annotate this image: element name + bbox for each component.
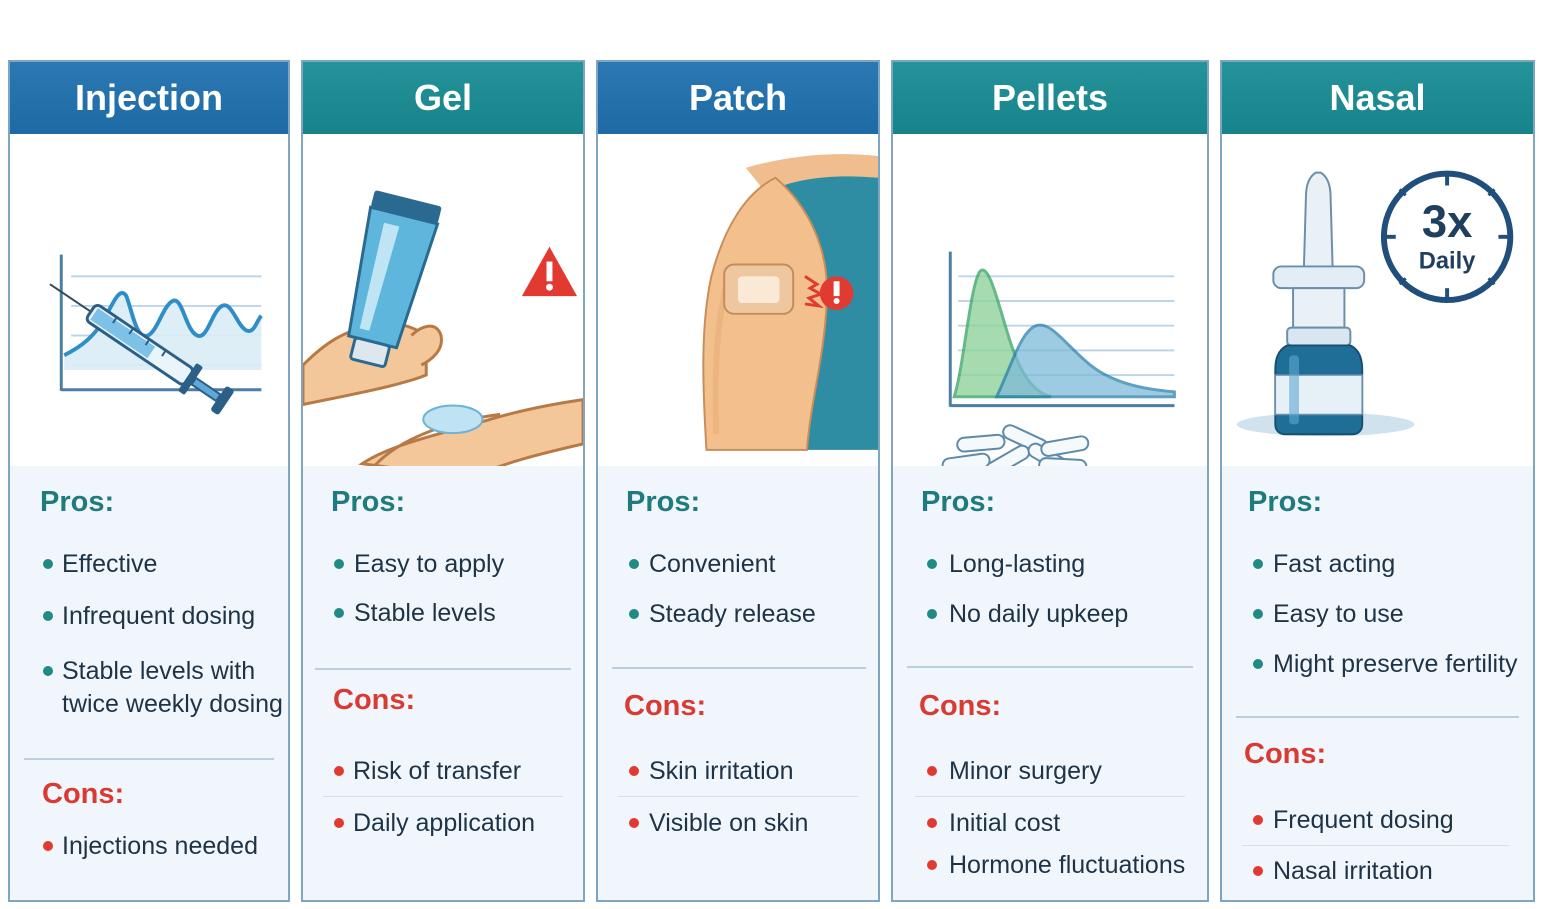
cons-item: Injections needed xyxy=(62,832,258,860)
cons-bullet xyxy=(1253,815,1263,825)
card-title: Patch xyxy=(598,62,878,134)
injection-illustration xyxy=(10,136,288,466)
cons-bullet xyxy=(927,766,937,776)
divider xyxy=(907,666,1193,668)
badge-frequency: Daily xyxy=(1419,248,1476,274)
cons-item: Risk of transfer xyxy=(353,757,522,785)
patch-info: Pros: Convenient Steady release Cons: Sk… xyxy=(598,466,878,900)
pros-bullet xyxy=(927,559,937,569)
card-title: Injection xyxy=(10,62,288,134)
cons-item: Nasal irritation xyxy=(1273,857,1433,885)
pros-bullet xyxy=(43,611,53,621)
card-pellets: Pellets Pros: Long-lasting xyxy=(891,60,1209,902)
cons-bullet xyxy=(629,818,639,828)
card-patch: Patch Pros: Convenient Steady release Co… xyxy=(596,60,880,902)
pros-label: Pros: xyxy=(626,486,701,518)
cons-item: Daily application xyxy=(353,809,536,837)
divider xyxy=(24,758,274,760)
cons-bullet xyxy=(43,841,53,851)
pros-item: No daily upkeep xyxy=(949,600,1129,628)
cons-bullet xyxy=(334,818,344,828)
pros-bullet xyxy=(927,609,937,619)
cons-label: Cons: xyxy=(333,684,416,716)
cons-bullet xyxy=(927,818,937,828)
divider xyxy=(315,668,571,670)
patch-arm-icon xyxy=(702,154,878,451)
gel-illustration xyxy=(303,136,583,466)
pros-bullet xyxy=(334,608,344,618)
cons-label: Cons: xyxy=(624,690,707,722)
gel-info: Pros: Easy to apply Stable levels Cons: … xyxy=(303,466,583,900)
pros-item: Steady release xyxy=(649,600,816,628)
pros-item: twice weekly dosing xyxy=(62,690,283,718)
cons-bullet xyxy=(927,860,937,870)
gel-tube-icon xyxy=(303,190,583,466)
pros-item: Stable levels with xyxy=(62,657,256,685)
patch-illustration xyxy=(598,136,878,466)
divider xyxy=(1236,716,1519,718)
cons-label: Cons: xyxy=(42,778,125,810)
item-divider xyxy=(1242,845,1509,846)
cons-item: Visible on skin xyxy=(649,809,809,837)
cons-item: Initial cost xyxy=(949,809,1061,837)
pros-item: Stable levels xyxy=(354,599,496,627)
pros-label: Pros: xyxy=(1248,486,1323,518)
card-title: Pellets xyxy=(893,62,1207,134)
nasal-info: Pros: Fast acting Easy to use Might pres… xyxy=(1222,466,1533,900)
pros-bullet xyxy=(1253,559,1263,569)
pros-bullet xyxy=(334,559,344,569)
pellets-illustration xyxy=(893,136,1207,466)
item-divider xyxy=(618,796,858,797)
card-gel: Gel Pros: Easy to apply Stable levels Co… xyxy=(301,60,585,902)
card-nasal: Nasal 3x Daily Pros: Fast acting xyxy=(1220,60,1535,902)
pros-item: Long-lasting xyxy=(949,550,1086,578)
pros-label: Pros: xyxy=(921,486,996,518)
item-divider xyxy=(915,796,1185,797)
pros-bullet xyxy=(1253,609,1263,619)
cons-label: Cons: xyxy=(919,690,1002,722)
pros-item: Convenient xyxy=(649,550,776,578)
pros-item: Easy to use xyxy=(1273,600,1404,628)
pros-item: Fast acting xyxy=(1273,550,1396,578)
nasal-spray-icon: 3x Daily xyxy=(1236,170,1514,437)
pros-label: Pros: xyxy=(40,486,115,518)
pellets-info: Pros: Long-lasting No daily upkeep Cons:… xyxy=(893,466,1207,900)
badge-count: 3x xyxy=(1422,196,1473,247)
card-injection: Injection Pros: xyxy=(8,60,290,902)
pros-item: Effective xyxy=(62,550,158,578)
cons-item: Frequent dosing xyxy=(1273,806,1454,834)
divider xyxy=(612,667,866,669)
pellets-chart-icon xyxy=(941,251,1176,466)
cons-bullet xyxy=(334,766,344,776)
pros-label: Pros: xyxy=(331,486,406,518)
pros-item: Might preserve fertility xyxy=(1273,650,1518,678)
pros-bullet xyxy=(629,559,639,569)
pros-item: Easy to apply xyxy=(354,550,505,578)
card-title: Nasal xyxy=(1222,62,1533,134)
cons-item: Skin irritation xyxy=(649,757,794,785)
pros-item: Infrequent dosing xyxy=(62,602,256,630)
injection-info: Pros: Effective Infrequent dosing Stable… xyxy=(10,466,288,900)
syringe-chart-icon xyxy=(49,254,263,415)
cons-item: Minor surgery xyxy=(949,757,1102,785)
nasal-illustration: 3x Daily xyxy=(1222,136,1533,466)
cons-bullet xyxy=(1253,866,1263,876)
card-title: Gel xyxy=(303,62,583,134)
item-divider xyxy=(323,796,563,797)
pros-bullet xyxy=(1253,659,1263,669)
cons-bullet xyxy=(629,766,639,776)
cons-label: Cons: xyxy=(1244,738,1327,770)
pros-bullet xyxy=(43,666,53,676)
pros-bullet xyxy=(629,609,639,619)
pros-bullet xyxy=(43,559,53,569)
cons-item: Hormone fluctuations xyxy=(949,851,1186,879)
